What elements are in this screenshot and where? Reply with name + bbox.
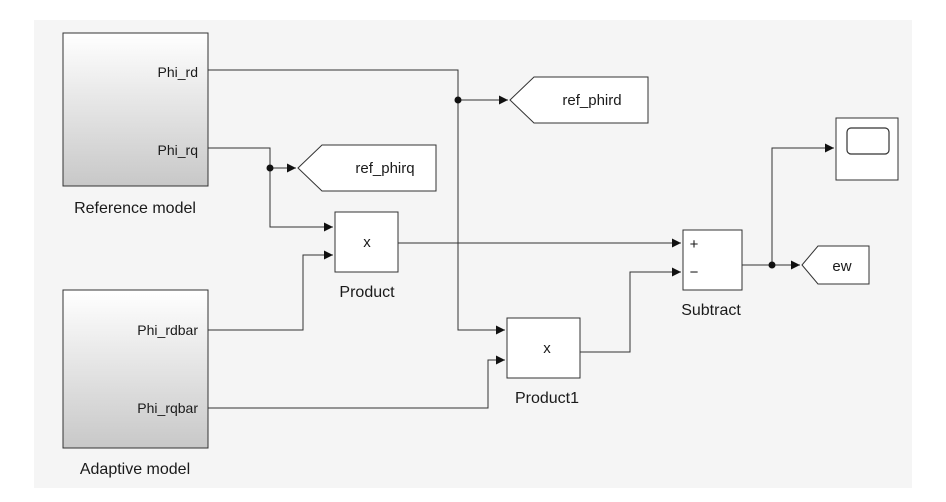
goto-ref-phird-block[interactable]: ref_phird	[509, 76, 649, 124]
subtract-plus-sign: +	[690, 236, 699, 253]
product-block[interactable]: x Product	[334, 211, 399, 301]
wire-phi-rq-to-product[interactable]	[208, 147, 333, 232]
wire-subtract-to-scope[interactable]	[742, 143, 834, 266]
product1-block[interactable]: x Product1	[506, 317, 581, 407]
subtract-block[interactable]: + − Subtract	[681, 229, 743, 319]
port-label-phi-rq: Phi_rq	[158, 142, 198, 158]
product-symbol: x	[363, 234, 371, 251]
port-label-phi-rd: Phi_rd	[158, 64, 198, 80]
reference-model-block[interactable]: Phi_rd Phi_rq Reference model	[62, 32, 209, 217]
reference-model-label: Reference model	[74, 200, 196, 217]
wire-phi-rdbar-to-product[interactable]	[208, 250, 333, 331]
goto-ref-phird-tag: ref_phird	[562, 92, 621, 109]
port-label-phi-rqbar: Phi_rqbar	[137, 400, 198, 416]
branch-point-phi-rq	[266, 164, 274, 172]
subtract-minus-sign: −	[690, 264, 699, 281]
branch-point-phi-rd	[454, 96, 462, 104]
wire-phi-rqbar-to-product1[interactable]	[208, 355, 505, 409]
scope-icon	[846, 127, 890, 155]
goto-ref-phirq-tag: ref_phirq	[355, 160, 414, 177]
product1-symbol: x	[543, 340, 551, 357]
goto-ref-phirq-block[interactable]: ref_phirq	[297, 144, 437, 192]
signal-wires	[208, 69, 834, 409]
branch-point-error	[768, 261, 776, 269]
scope-block[interactable]	[835, 117, 899, 181]
subtract-label: Subtract	[681, 302, 741, 319]
adaptive-model-label: Adaptive model	[80, 461, 190, 478]
product1-label: Product1	[515, 390, 579, 407]
product-label: Product	[339, 284, 395, 301]
wire-phi-rd-to-product1[interactable]	[208, 69, 505, 335]
port-label-phi-rdbar: Phi_rdbar	[137, 322, 198, 338]
goto-ew-tag: ew	[832, 258, 851, 275]
goto-ew-block[interactable]: ew	[801, 245, 870, 285]
adaptive-model-block[interactable]: Phi_rdbar Phi_rqbar Adaptive model	[62, 289, 209, 478]
wire-product1-to-subtract[interactable]	[580, 267, 681, 353]
